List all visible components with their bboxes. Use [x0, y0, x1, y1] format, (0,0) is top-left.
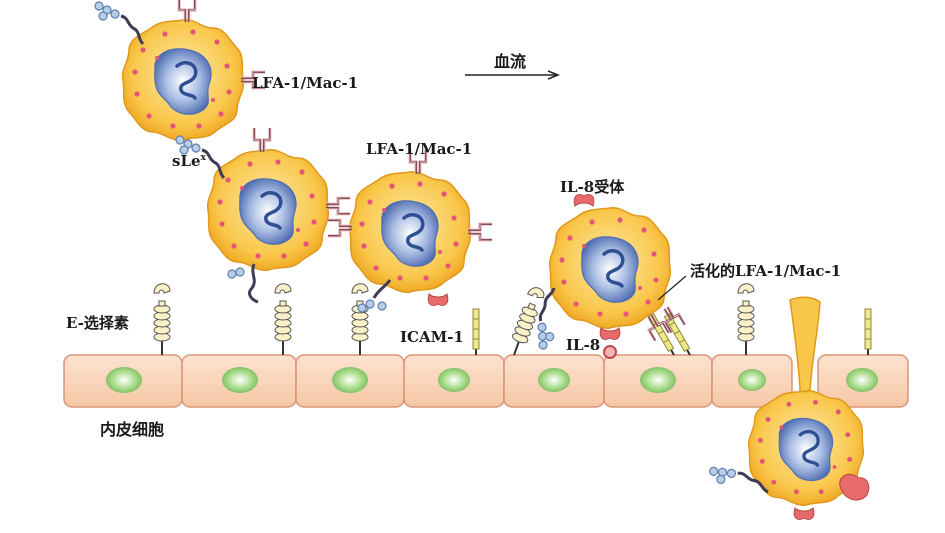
activated-lfa-label: 活化的LFA-1/Mac-1 [690, 262, 842, 280]
blood-flow-label: 血流 [494, 52, 527, 71]
endothelial-nucleus [106, 367, 142, 393]
endothelial-nucleus [332, 367, 368, 393]
e-selectin-icon [274, 282, 292, 356]
leukocyte-cell [93, 0, 267, 143]
leukocyte-cell [326, 148, 494, 313]
slex-label-base: sLe [172, 152, 201, 170]
blood-flow-arrow [465, 70, 561, 80]
icam-label: ICAM-1 [400, 328, 464, 346]
lfa-top-label: LFA-1/Mac-1 [252, 74, 359, 92]
lfa-mid-label: LFA-1/Mac-1 [366, 140, 473, 158]
transmigrating-leukocyte [707, 296, 870, 521]
endothelial-nucleus [438, 368, 470, 392]
endothelial-nucleus [538, 368, 570, 392]
icam-1-icon [472, 308, 480, 356]
endothelial-nucleus [846, 368, 878, 392]
e-selectin-icon [351, 282, 369, 356]
endothelium-layer [63, 354, 909, 408]
il8-receptor-label: IL-8受体 [560, 178, 625, 196]
activated-lfa-pointer [657, 275, 687, 301]
e-selectin-icon [737, 282, 755, 356]
leukocyte-cell [516, 193, 688, 359]
slex-label: sLex [172, 152, 206, 170]
leukocyte-cell [174, 126, 352, 304]
e-selectin-icon [153, 282, 171, 356]
icam-1-icon [864, 308, 872, 356]
endothelium-label: 内皮细胞 [100, 420, 165, 439]
endothelial-nucleus [738, 369, 766, 391]
endothelial-nucleus [640, 367, 676, 393]
slex-label-sup: x [200, 153, 206, 163]
endothelial-nucleus [222, 367, 258, 393]
e-selectin-label: E-选择素 [66, 314, 129, 332]
il8-label: IL-8 [566, 336, 601, 354]
